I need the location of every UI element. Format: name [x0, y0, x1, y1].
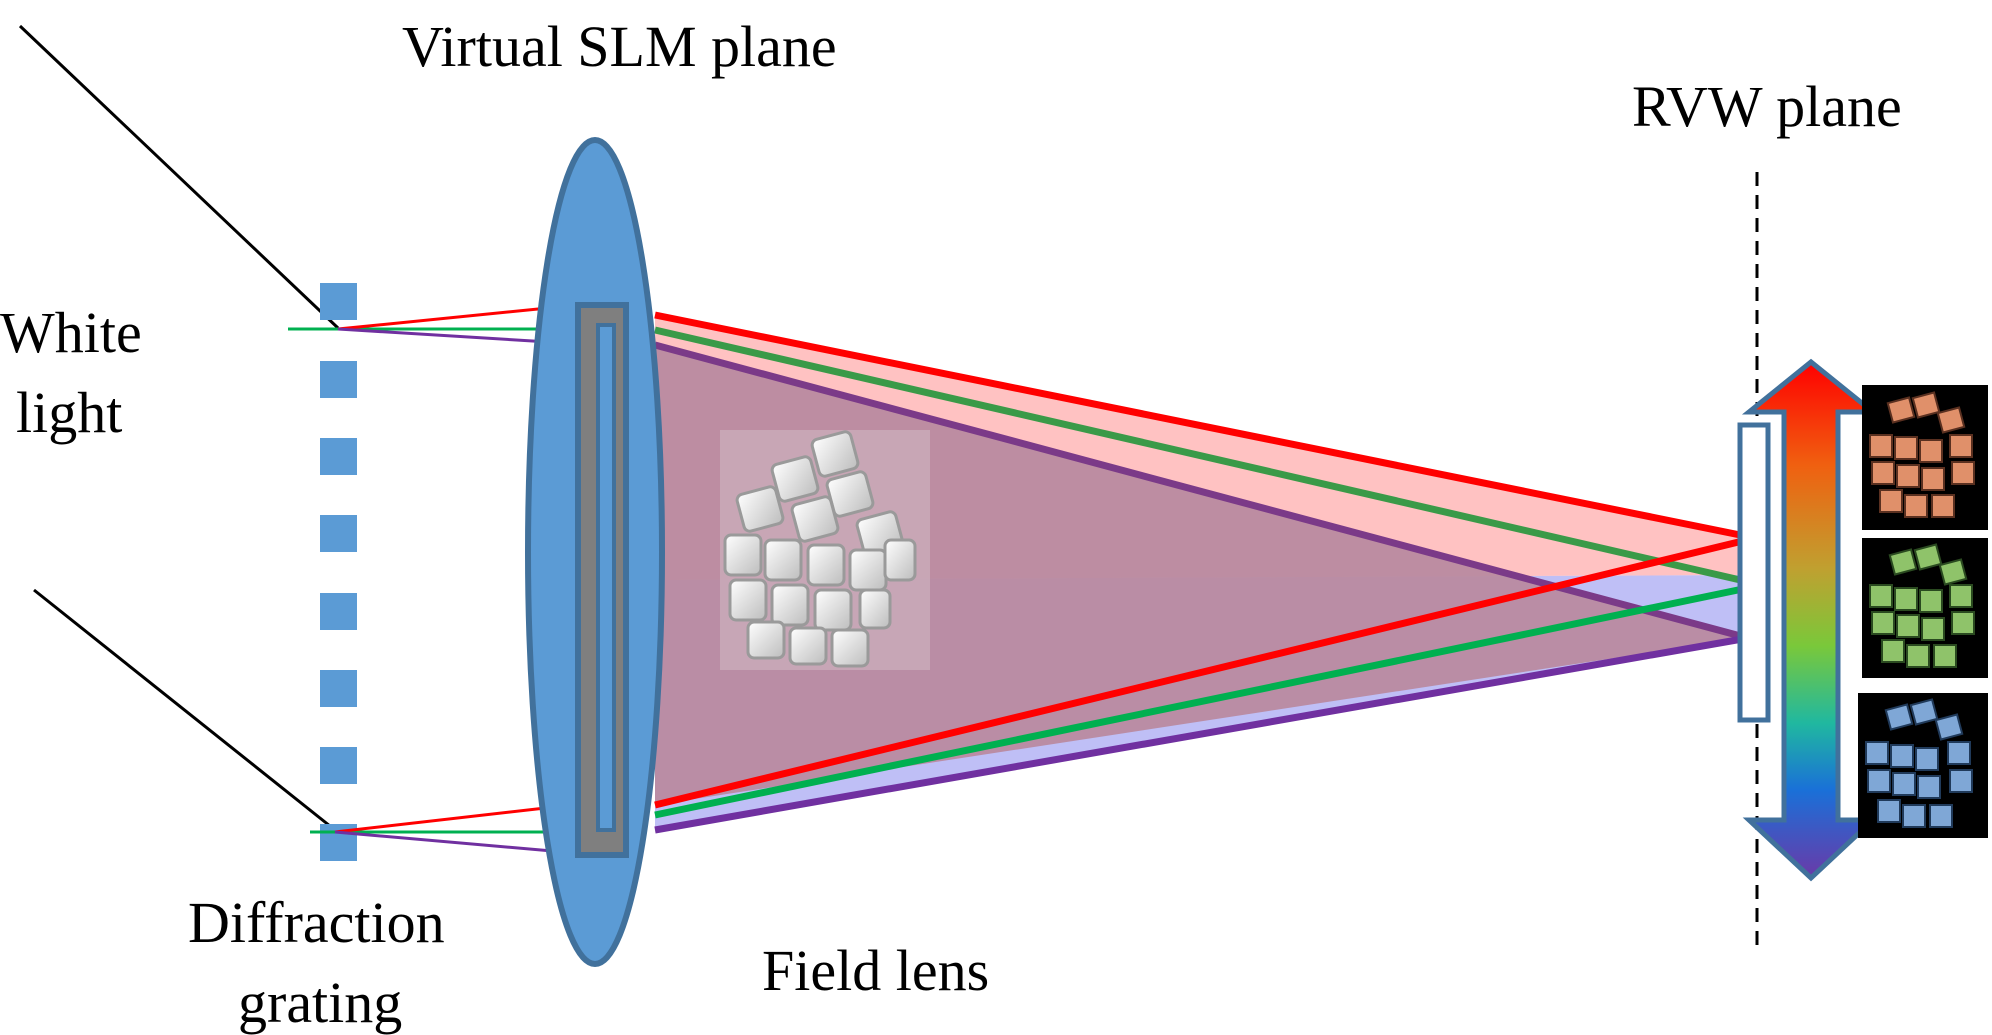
rvw-plane-label: RVW plane: [1632, 74, 1902, 139]
rvw-window: [1737, 422, 1771, 723]
rvw-thumbnail-red: [1862, 385, 1988, 530]
rvw-thumbnail-green: [1862, 538, 1988, 678]
diffraction-grating-label-line2: grating: [238, 970, 403, 1035]
rvw-thumbnail-blue: [1858, 693, 1988, 838]
white-light-label-line2: light: [16, 380, 123, 445]
diffraction-grating: [320, 283, 357, 861]
spectrum-double-arrow: [1741, 358, 1881, 882]
diffraction-grating-label-line1: Diffraction: [188, 890, 445, 955]
converging-rays: [654, 311, 1763, 834]
white-light-ray-top: [18, 24, 340, 330]
virtual-slm-plane: [575, 302, 629, 858]
white-light-label-line1: White: [0, 300, 142, 365]
field-lens-label: Field lens: [762, 938, 990, 1003]
white-light-ray-bottom: [33, 588, 336, 832]
virtual-slm-plane-label: Virtual SLM plane: [402, 14, 837, 79]
rubiks-cube-reconstruction: [720, 430, 930, 670]
